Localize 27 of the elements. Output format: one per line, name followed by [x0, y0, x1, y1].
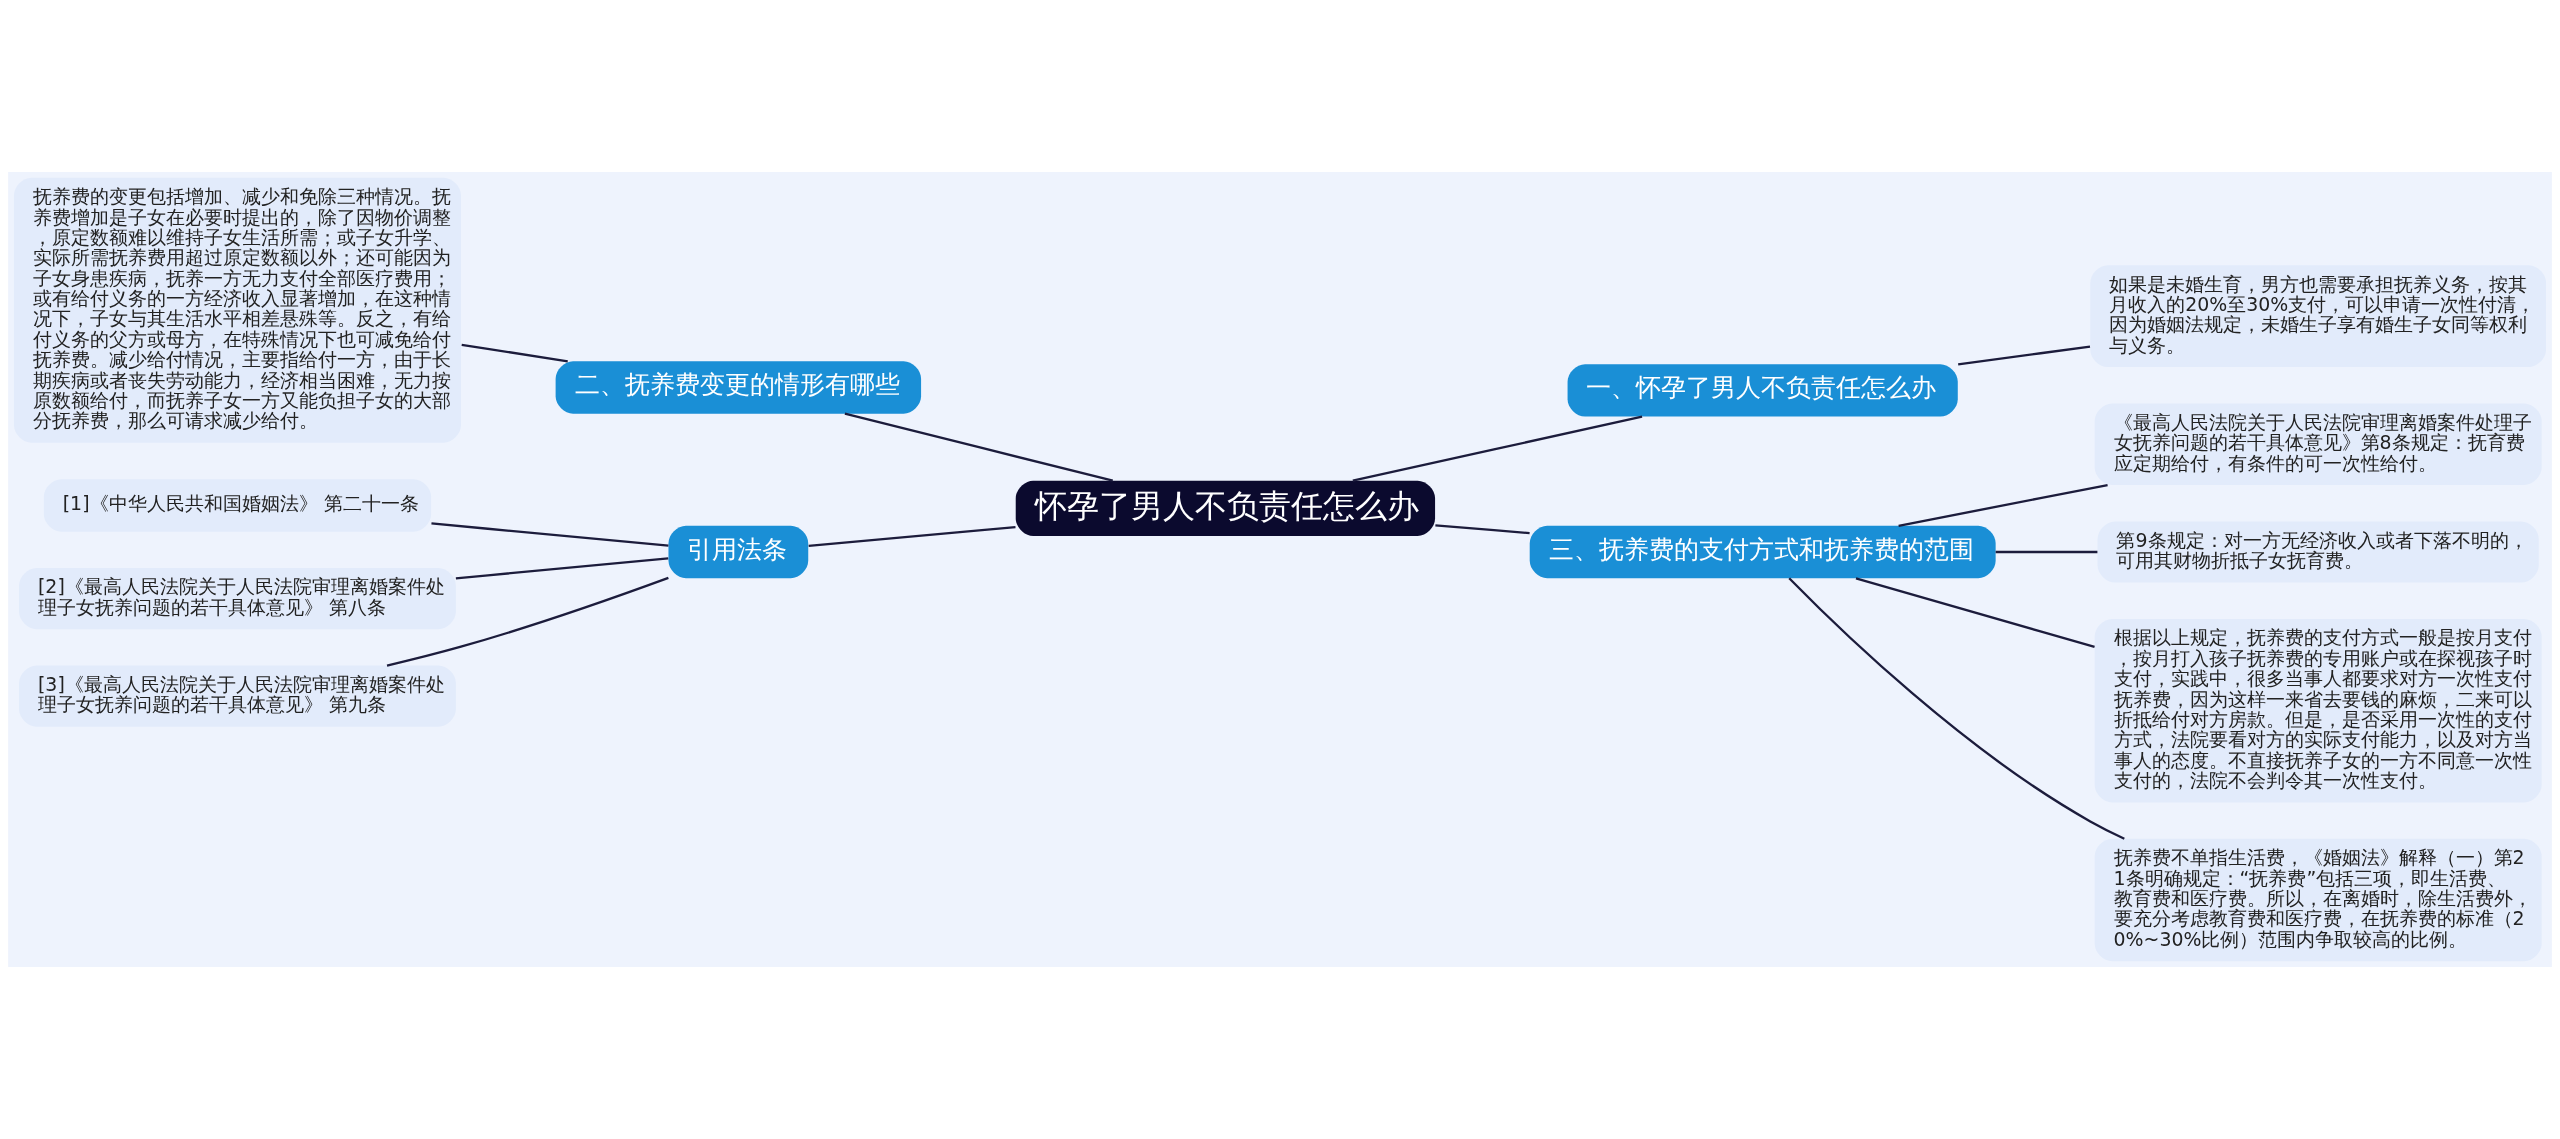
- node-box: 第9条规定：对一方无经济收入或者下落不明的，可用其财物折抵子女抚育费。: [2097, 521, 2539, 583]
- connector: [461, 343, 568, 363]
- connector: [431, 522, 669, 547]
- connector: [1995, 550, 2098, 554]
- node-box: 抚养费不单指生活费，《婚姻法》解释（一）第21条明确规定：“抚养费”包括三项，即生活费、教育费和医疗费。所以，在离婚时，除生活费外，要充分考虑教育费和医疗费，在抚养费的标准（20%~30%比例）范围内争取较高的比例。: [2094, 838, 2542, 962]
- connector: [1898, 483, 2108, 527]
- node-box: 怀孕了男人不负责任怎么办: [1015, 480, 1436, 536]
- node-box: [1]《中华人民共和国婚姻法》 第二十一条: [43, 479, 432, 532]
- connector: [1788, 577, 2125, 840]
- connector: [808, 526, 1016, 547]
- node-box: 二、抚养费变更的情形有哪些: [555, 361, 922, 414]
- connector: [386, 576, 669, 667]
- node-box: 三、抚养费的支付方式和抚养费的范围: [1529, 525, 1996, 579]
- connector: [1855, 577, 2095, 649]
- node-box: [2]《最高人民法院关于人民法院审理离婚案件处理子女抚养问题的若干具体意见》 第八条: [19, 568, 456, 630]
- node-box: 引用法条: [668, 525, 809, 579]
- connector: [844, 412, 1114, 482]
- connector: [455, 557, 669, 580]
- node-box: 抚养费的变更包括增加、减少和免除三种情况。抚养费增加是子女在必要时提出的，除了因物价调整，原定数额难以维持子女生活所需；或子女升学、实际所需抚养费用超过原定数额以外；还可能因为子女身患疾病，抚养一方无力支付全部医疗费用；或有给付义务的一方经济收入显著增加，在这种情况下，子女与其生活水平相差悬殊等。反之，有给付义务的父方或母方，在特殊情况下也可减免给付抚养费。减少给付情况，主要指给付一方，由于长期疾病或者丧失劳动能力，经济相当困难，无力按原数额给付，而抚养子女一方又能负担子女的大部分抚养费，那么可请求减少给付。: [13, 177, 461, 443]
- connector: [1352, 415, 1643, 482]
- node-box: 如果是未婚生育，男方也需要承担抚养义务，按其月收入的20%至30%支付，可以申请一次性付清，因为婚姻法规定，未婚生子享有婚生子女同等权利与义务。: [2090, 265, 2547, 368]
- connector: [1435, 524, 1530, 535]
- connector: [1958, 345, 2091, 366]
- node-box: 一、怀孕了男人不负责任怎么办: [1567, 364, 1958, 417]
- node-box: 根据以上规定，抚养费的支付方式一般是按月支付，按月打入孩子抚养费的专用账户或在探视孩子时支付，实践中，很多当事人都要求对方一次性支付抚养费，因为这样一来省去要钱的麻烦，二来可以折抵给付对方房款。但是，是否采用一次性的支付方式，法院要看对方的实际支付能力，以及对方当事人的态度。不直接抚养子女的一方不同意一次性支付的，法院不会判令其一次性支付。: [2094, 619, 2542, 803]
- node-box: [3]《最高人民法院关于人民法院审理离婚案件处理子女抚养问题的若干具体意见》 第九条: [19, 665, 456, 727]
- node-box: 《最高人民法院关于人民法院审理离婚案件处理子女抚养问题的若干具体意见》第8条规定：抚育费应定期给付，有条件的可一次性给付。: [2094, 403, 2542, 486]
